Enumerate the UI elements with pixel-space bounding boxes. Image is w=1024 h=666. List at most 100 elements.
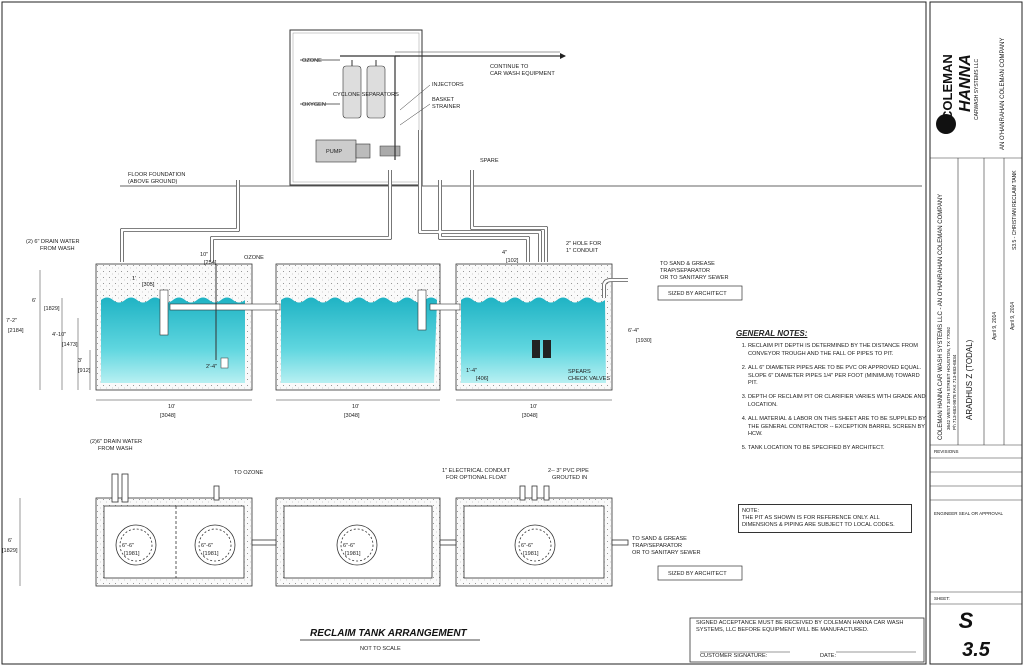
drain-label-1: (2) 6" DRAIN WATER bbox=[26, 239, 80, 245]
basket-label-1: BASKET bbox=[432, 97, 455, 103]
dim-6ft: 6' bbox=[32, 298, 36, 304]
plan-tanks bbox=[95, 473, 629, 587]
dim-tank1-mm: [3048] bbox=[160, 413, 176, 419]
dim-2184: [2184] bbox=[8, 328, 24, 334]
plan-sand-label-1: TO SAND & GREASE bbox=[632, 536, 687, 542]
dim-102: [102] bbox=[506, 258, 519, 264]
dim-1ft: 1' bbox=[132, 276, 136, 282]
dim-10in: 10" bbox=[200, 252, 208, 258]
dim-912: [912] bbox=[78, 368, 91, 374]
sized-by-label: SIZED BY ARCHITECT bbox=[668, 291, 727, 297]
acceptance-text: SIGNED ACCEPTANCE MUST BE RECEIVED BY CO… bbox=[696, 620, 904, 633]
reference-note-text: THE PIT AS SHOWN IS FOR REFERENCE ONLY. … bbox=[742, 515, 895, 528]
drawing-title: RECLAIM TANK ARRANGEMENT bbox=[310, 628, 468, 639]
manhole-1-mm: [1981] bbox=[124, 551, 140, 557]
manhole-1-label: 6"-6" bbox=[122, 543, 134, 549]
pvc-label-2: GROUTED IN bbox=[552, 475, 587, 481]
injectors-label: INJECTORS bbox=[432, 82, 464, 88]
reference-note-heading: NOTE: bbox=[742, 508, 760, 514]
hole-label-2: 1" CONDUIT bbox=[566, 248, 599, 254]
sand-label-3: OR TO SANITARY SEWER bbox=[660, 275, 729, 281]
plan-dim-1829: [1829] bbox=[2, 548, 18, 554]
seal-label: ENGINEER SEAL OR APPROVAL bbox=[934, 511, 1004, 516]
elec-label-1: 1" ELECTRICAL CONDUIT bbox=[442, 468, 511, 474]
ozone-tank-label: OZONE bbox=[244, 255, 264, 261]
logo-subtitle: CARWASH SYSTEMS LLC bbox=[974, 58, 980, 120]
section-tanks bbox=[95, 263, 628, 391]
equipment-skid bbox=[289, 29, 423, 186]
logo-coleman: COLEMAN bbox=[940, 54, 955, 120]
logo-emblem-icon bbox=[936, 114, 956, 134]
company-name: COLEMAN HANNA CAR WASH SYSTEMS LLC - AN … bbox=[938, 194, 944, 440]
manhole-2-mm: [1981] bbox=[203, 551, 219, 557]
note-2: ALL 6" DIAMETER PIPES ARE TO BE PVC OR A… bbox=[748, 365, 926, 387]
pvc-label-1: 2-- 3" PVC PIPE bbox=[548, 468, 589, 474]
dim-4-10: 4'-10" bbox=[52, 332, 66, 338]
plan-ozone-label: TO OZONE bbox=[234, 470, 263, 476]
ozone-inlet-label: OZONE bbox=[302, 58, 322, 64]
manhole-2-label: 6"-6" bbox=[201, 543, 213, 549]
plan-sized-by-label: SIZED BY ARCHITECT bbox=[668, 571, 727, 577]
sand-label-1: TO SAND & GREASE bbox=[660, 261, 715, 267]
project-name: ARADHUS Z (TODAL) bbox=[965, 339, 974, 420]
reference-note-box: NOTE: THE PIT AS SHOWN IS FOR REFERENCE … bbox=[738, 504, 912, 533]
sheet-number: 3.5 bbox=[962, 639, 991, 661]
plan-drain-label-2: FROM WASH bbox=[98, 446, 133, 452]
dim-1829: [1829] bbox=[44, 306, 60, 312]
dim-3ft: 3' bbox=[78, 358, 82, 364]
oxygen-inlet-label: OXYGEN bbox=[302, 102, 326, 108]
dim-tank2-mm: [3048] bbox=[344, 413, 360, 419]
manhole-3-label: 6"-6" bbox=[343, 543, 355, 549]
note-1: RECLAIM PIT DEPTH IS DETERMINED BY THE D… bbox=[748, 343, 926, 358]
spare-label: SPARE bbox=[480, 158, 499, 164]
dim-tank1-width: 10' bbox=[168, 404, 175, 410]
revisions-label: REVISIONS bbox=[934, 449, 959, 454]
elec-label-2: FOR OPTIONAL FLOAT bbox=[446, 475, 507, 481]
pump-label: PUMP bbox=[326, 149, 342, 155]
floor-label-2: (ABOVE GROUND) bbox=[128, 179, 178, 185]
spears-label-1: SPEARS bbox=[568, 369, 591, 375]
scale-note: NOT TO SCALE bbox=[360, 646, 401, 652]
manhole-3-mm: [1981] bbox=[345, 551, 361, 557]
dim-tank3-mm: [3048] bbox=[522, 413, 538, 419]
dim-7-2: 7'-2" bbox=[6, 318, 17, 324]
logo-tagline: AN O'HANRAHAN COLEMAN COMPANY bbox=[1000, 38, 1006, 150]
plan-sand-label-3: OR TO SANITARY SEWER bbox=[632, 550, 701, 556]
cyclone-label: CYCLONE SEPARATORS bbox=[333, 92, 399, 98]
basket-label-2: STRAINER bbox=[432, 104, 460, 110]
drain-label-2: FROM WASH bbox=[40, 246, 75, 252]
sheet-label: SHEET: bbox=[934, 596, 950, 601]
company-phone: Ph 713-683-9878 FAX 713-683-6834 bbox=[952, 354, 957, 430]
spears-label-2: CHECK VALVES bbox=[568, 376, 610, 382]
dim-tank2-width: 10' bbox=[352, 404, 359, 410]
hole-label-1: 2" HOLE FOR bbox=[566, 241, 601, 247]
dim-1-4: 1'-4" bbox=[466, 368, 477, 374]
dim-1473: [1473] bbox=[62, 342, 78, 348]
sand-label-2: TRAP/SEPARATOR bbox=[660, 268, 710, 274]
logo-hanna: HANNA bbox=[957, 54, 974, 112]
dim-305: [305] bbox=[142, 282, 155, 288]
dim-406: [406] bbox=[476, 376, 489, 382]
general-notes: GENERAL NOTES: RECLAIM PIT DEPTH IS DETE… bbox=[736, 329, 926, 460]
note-3: DEPTH OF RECLAIM PIT OR CLARIFIER VARIES… bbox=[748, 394, 926, 409]
note-5: TANK LOCATION TO BE SPECIFIED BY ARCHITE… bbox=[748, 445, 926, 452]
general-notes-heading: GENERAL NOTES: bbox=[736, 329, 808, 338]
dim-tank3-width: 10' bbox=[530, 404, 537, 410]
sheet-number-letter: S bbox=[959, 608, 974, 633]
continue-label-2: CAR WASH EQUIPMENT bbox=[490, 71, 555, 77]
floor-label-1: FLOOR FOUNDATION bbox=[128, 172, 185, 178]
date-label: DATE: bbox=[820, 653, 837, 659]
dim-2-4: 2'-4" bbox=[206, 364, 217, 370]
plan-drain-label-1: (2)6" DRAIN WATER bbox=[90, 439, 142, 445]
dim-6-4: 6'-4" bbox=[628, 328, 639, 334]
plan-dim-6ft: 6' bbox=[8, 538, 12, 544]
manhole-4-label: 6"-6" bbox=[521, 543, 533, 549]
dim-1930: [1930] bbox=[636, 338, 652, 344]
company-address: 3642 WEST 34TH STREET HOUSTON, TX 77092 bbox=[946, 326, 951, 430]
dim-4in: 4" bbox=[502, 250, 507, 256]
revision-date-1: April 9, 2014 bbox=[992, 312, 998, 340]
dim-254: [254] bbox=[204, 260, 217, 266]
note-4: ALL MATERIAL & LABOR ON THIS SHEET ARE T… bbox=[748, 416, 926, 438]
customer-signature-label: CUSTOMER SIGNATURE: bbox=[700, 653, 768, 659]
revision-date-2: April 9, 2014 bbox=[1010, 302, 1016, 330]
